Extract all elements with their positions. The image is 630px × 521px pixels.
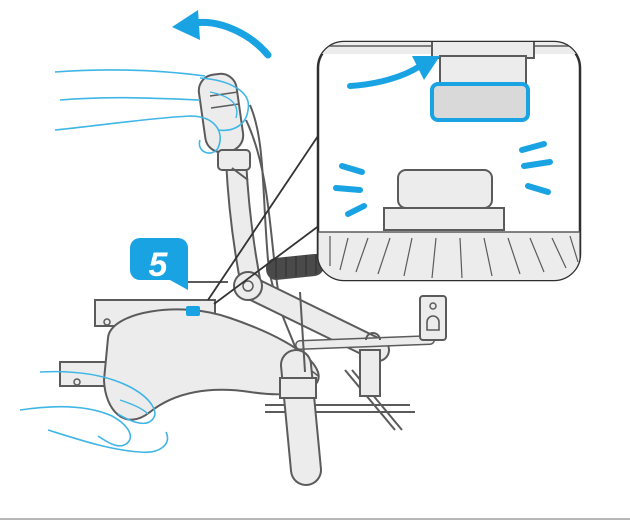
step-badge-icon: 5: [130, 238, 188, 290]
magnet-highlight: [432, 84, 528, 120]
hinge-joint: [186, 272, 262, 316]
zoom-callout: [318, 30, 580, 290]
rotate-arrow-icon: [172, 10, 268, 55]
step-number: 5: [149, 246, 169, 284]
